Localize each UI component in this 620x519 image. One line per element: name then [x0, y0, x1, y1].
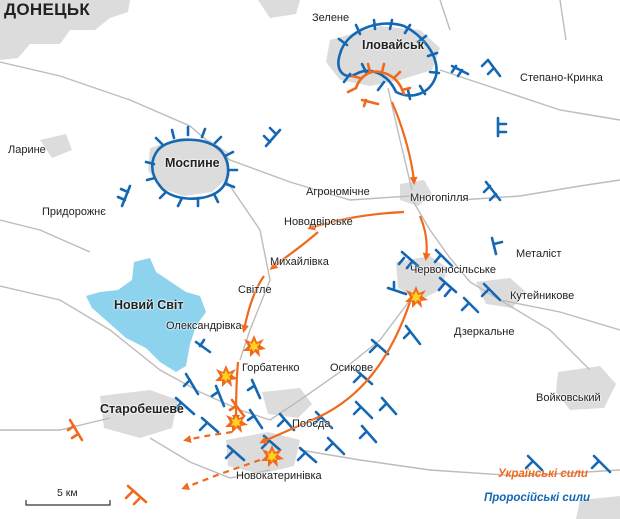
place-label-osykove: Осикове — [330, 362, 374, 374]
place-label-dzerkalne: Дзеркальне — [454, 326, 515, 338]
ukrainian-positions — [66, 62, 412, 506]
legend-pro-russian-forces: Проросійські сили — [484, 492, 591, 504]
roads — [0, 0, 620, 479]
place-label-svitle: Світле — [238, 284, 272, 296]
place-label-oleksandrivka: Олександрівка — [166, 320, 242, 332]
city-label-donetsk: ДОНЕЦЬК — [4, 0, 91, 19]
place-label-voikovskyi: Войковський — [536, 392, 601, 404]
battle-icon — [243, 335, 266, 357]
place-label-novokaterynivka: Новокатеринівка — [236, 470, 322, 482]
scale-label: 5 км — [57, 487, 78, 499]
place-label-zelene: Зелене — [312, 12, 350, 24]
place-label-horbatenko: Горбатенко — [242, 362, 300, 374]
place-label-chervonosilske: Червоносільське — [410, 264, 496, 276]
place-label-ilovaisk: Іловайськ — [362, 38, 424, 52]
place-label-prydorozhne: Придорожнє — [42, 206, 106, 218]
place-label-mospyne: Моспине — [165, 156, 220, 170]
place-label-metalist: Металіст — [516, 248, 562, 260]
scale-bar — [25, 500, 111, 506]
place-label-novodvirske: Новодвірське — [284, 216, 353, 228]
legend-ukrainian-forces: Українські сили — [498, 468, 588, 480]
place-label-larine: Ларине — [8, 144, 46, 156]
place-label-ahronomichne: Агрономічне — [306, 186, 370, 198]
place-label-mykhailivka: Михайлівка — [270, 256, 329, 268]
battle-icon — [225, 411, 248, 433]
place-label-pobeda: Побєда — [292, 418, 331, 430]
place-label-starobesheve: Старобешеве — [100, 402, 184, 416]
water-reservoir — [86, 258, 206, 372]
place-label-mnohopillia: Многопілля — [410, 192, 469, 204]
place-label-stepano-krynka: Степано-Кринка — [520, 72, 603, 84]
place-label-kuteinykove: Кутейникове — [510, 290, 575, 302]
battle-icon — [215, 365, 238, 387]
pro-russian-positions — [116, 18, 612, 474]
place-label-novyi-svit: Новий Світ — [114, 298, 184, 312]
